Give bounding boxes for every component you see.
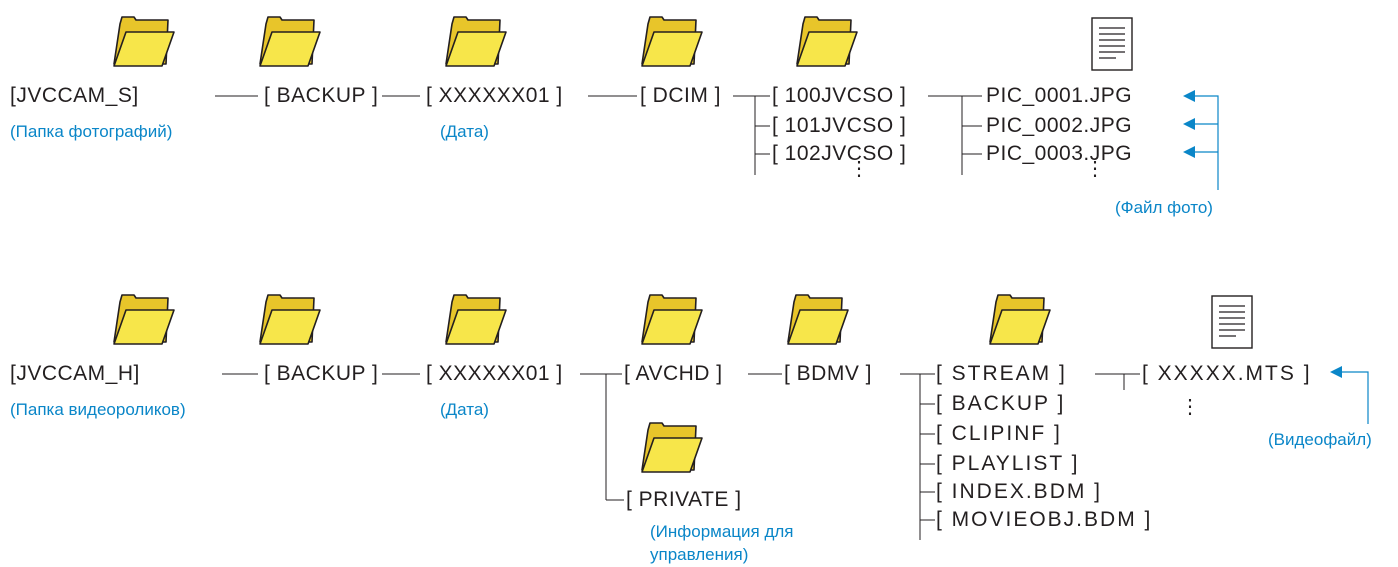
folder-icon bbox=[641, 16, 703, 67]
photo-root-folder-label: [JVCCAM_S] bbox=[10, 84, 139, 107]
folder-icon bbox=[641, 422, 703, 473]
video-bdmv-folder-label: [ BDMV ] bbox=[784, 362, 873, 385]
folder-icon bbox=[641, 294, 703, 345]
arrow-left-icon bbox=[1183, 90, 1195, 102]
document-icon bbox=[1211, 295, 1253, 349]
video-bdmv-child-label: [ BACKUP ] bbox=[936, 392, 1066, 415]
folder-icon bbox=[445, 16, 507, 67]
video-root-folder-label: [JVCCAM_H] bbox=[10, 362, 140, 385]
arrow-connector bbox=[1342, 371, 1369, 424]
photo-subfolder-label: [ 101JVCSO ] bbox=[772, 114, 907, 137]
folder-icon bbox=[796, 16, 858, 67]
ellipsis-more: ⋮ bbox=[1180, 396, 1200, 418]
photo-file-caption: (Файл фото) bbox=[1115, 198, 1213, 217]
photo-dcim-folder-label: [ DCIM ] bbox=[640, 84, 721, 107]
video-avchd-folder-label: [ AVCHD ] bbox=[624, 362, 723, 385]
photo-file-label: PIC_0003.JPG bbox=[986, 142, 1133, 165]
video-bdmv-child-label: [ INDEX.BDM ] bbox=[936, 480, 1103, 503]
photo-date-caption: (Дата) bbox=[440, 122, 489, 141]
video-bdmv-child-label: [ STREAM ] bbox=[936, 362, 1067, 385]
photo-file-label: PIC_0001.JPG bbox=[986, 84, 1133, 107]
video-file-caption: (Видеофайл) bbox=[1268, 430, 1372, 449]
video-file-label: [ XXXXX.MTS ] bbox=[1142, 362, 1312, 385]
video-date-folder-label: [ XXXXXX01 ] bbox=[426, 362, 563, 385]
folder-icon bbox=[787, 294, 849, 345]
video-bdmv-child-label: [ MOVIEOBJ.BDM ] bbox=[936, 508, 1153, 531]
document-icon bbox=[1091, 17, 1133, 71]
folder-icon bbox=[259, 294, 321, 345]
ellipsis-more: ⋮ bbox=[1085, 158, 1105, 180]
video-date-caption: (Дата) bbox=[440, 400, 489, 419]
video-private-folder-label: [ PRIVATE ] bbox=[626, 488, 742, 511]
arrow-left-icon bbox=[1183, 146, 1195, 158]
folder-icon bbox=[259, 16, 321, 67]
photo-file-label: PIC_0002.JPG bbox=[986, 114, 1133, 137]
photo-subfolder-label: [ 102JVCSO ] bbox=[772, 142, 907, 165]
video-bdmv-child-label: [ PLAYLIST ] bbox=[936, 452, 1080, 475]
photo-subfolder-label: [ 100JVCSO ] bbox=[772, 84, 907, 107]
folder-icon bbox=[989, 294, 1051, 345]
video-private-caption: (Информация для управления) bbox=[650, 522, 794, 564]
photo-root-caption: (Папка фотографий) bbox=[10, 122, 173, 141]
video-bdmv-child-label: [ CLIPINF ] bbox=[936, 422, 1062, 445]
ellipsis-more: ⋮ bbox=[849, 158, 869, 180]
photo-date-folder-label: [ XXXXXX01 ] bbox=[426, 84, 563, 107]
folder-icon bbox=[445, 294, 507, 345]
photo-backup-folder-label: [ BACKUP ] bbox=[264, 84, 379, 107]
folder-icon bbox=[113, 16, 175, 67]
folder-icon bbox=[113, 294, 175, 345]
arrow-connector bbox=[1195, 95, 1219, 190]
arrow-left-icon bbox=[1183, 118, 1195, 130]
video-backup-folder-label: [ BACKUP ] bbox=[264, 362, 379, 385]
video-root-caption: (Папка видеороликов) bbox=[10, 400, 186, 419]
arrow-left-icon bbox=[1330, 366, 1342, 378]
